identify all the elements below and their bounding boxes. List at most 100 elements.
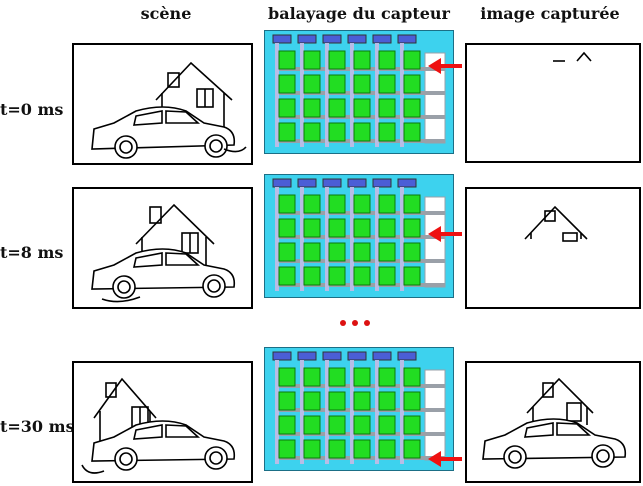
sensor-pixel [353, 242, 371, 262]
sensor-pixel [328, 218, 346, 238]
sensor-pixel [303, 242, 321, 262]
column-bus [300, 360, 304, 464]
sensor-pixel [353, 74, 371, 94]
sensor-pixel [328, 367, 346, 387]
sensor-pixel [303, 194, 321, 214]
sensor-grid-0 [264, 30, 454, 154]
column-bus [325, 187, 329, 291]
sensor-pixel [403, 367, 421, 387]
sensor-pixel [328, 74, 346, 94]
sensor-pixel [378, 98, 396, 118]
column-header [272, 178, 292, 188]
sensor-pixel [353, 439, 371, 459]
sensor-pixel [403, 50, 421, 70]
sensor-pixel [278, 50, 296, 70]
sensor-pixel [303, 98, 321, 118]
column-bus [400, 187, 404, 291]
sensor-grid-30 [264, 347, 454, 471]
sensor-pixel [353, 50, 371, 70]
sensor-header: balayage du capteur [268, 4, 450, 23]
column-header [397, 178, 417, 188]
car-house-scene [81, 377, 236, 474]
captured-fragment [482, 377, 627, 469]
car-house-scene [91, 61, 247, 159]
captured-header: image capturée [480, 4, 620, 23]
column-bus [375, 43, 379, 147]
red-arrow [428, 58, 462, 74]
column-bus [400, 43, 404, 147]
sensor-pixel [353, 98, 371, 118]
sensor-pixel [403, 122, 421, 142]
sensor-pixel [403, 74, 421, 94]
sensor-pixel [328, 415, 346, 435]
sensor-pixel [353, 391, 371, 411]
sensor-pixel [303, 50, 321, 70]
sensor-pixel [353, 367, 371, 387]
sensor-pixel [303, 74, 321, 94]
sensor-pixel [303, 439, 321, 459]
sensor-pixel [378, 367, 396, 387]
time-label-0: t=0 ms [0, 100, 64, 119]
car-house-scene [91, 203, 236, 303]
column-header [297, 34, 317, 44]
sensor-pixel [303, 415, 321, 435]
column-bus [300, 43, 304, 147]
column-bus [375, 360, 379, 464]
sensor-pixel [278, 74, 296, 94]
sensor-pixel [328, 266, 346, 286]
sensor-pixel [353, 122, 371, 142]
column-bus [275, 360, 279, 464]
sensor-pixel [353, 415, 371, 435]
sensor-pixel [378, 391, 396, 411]
sensor-pixel [378, 122, 396, 142]
column-header [372, 351, 392, 361]
sensor-pixel [278, 439, 296, 459]
sensor-pixel [328, 98, 346, 118]
captured-fragment [524, 205, 588, 242]
sensor-pixel [303, 367, 321, 387]
sensor-pixel [278, 242, 296, 262]
sensor-pixel [278, 266, 296, 286]
sensor-frame [424, 196, 446, 288]
sensor-pixel [278, 391, 296, 411]
sensor-pixel [278, 98, 296, 118]
sensor-pixel [403, 194, 421, 214]
sensor-pixel [353, 194, 371, 214]
captured-panel-30 [465, 361, 641, 483]
sensor-pixel [403, 98, 421, 118]
red-arrow [428, 451, 462, 467]
time-label-30: t=30 ms [0, 417, 75, 436]
column-bus [350, 187, 354, 291]
sensor-pixel [378, 242, 396, 262]
scene-panel-8 [72, 187, 253, 309]
sensor-pixel [303, 266, 321, 286]
sensor-frame [424, 369, 446, 461]
sensor-pixel [328, 50, 346, 70]
scene-header: scène [140, 4, 192, 23]
sensor-pixel [378, 415, 396, 435]
sensor-pixel [278, 415, 296, 435]
sensor-pixel [303, 122, 321, 142]
column-header [322, 178, 342, 188]
scene-panel-30 [72, 361, 253, 483]
sensor-pixel [378, 194, 396, 214]
sensor-pixel [303, 391, 321, 411]
column-header [272, 34, 292, 44]
column-bus [400, 360, 404, 464]
sensor-pixel [378, 50, 396, 70]
column-header [372, 178, 392, 188]
column-header [272, 351, 292, 361]
sensor-pixel [403, 266, 421, 286]
sensor-pixel [378, 439, 396, 459]
column-header [397, 34, 417, 44]
sensor-pixel [403, 242, 421, 262]
sensor-pixel [378, 74, 396, 94]
sensor-pixel [328, 242, 346, 262]
red-arrow [428, 226, 462, 242]
column-bus [275, 187, 279, 291]
sensor-pixel [378, 218, 396, 238]
column-header [322, 351, 342, 361]
column-header [347, 34, 367, 44]
sensor-pixel [403, 415, 421, 435]
column-header [297, 178, 317, 188]
